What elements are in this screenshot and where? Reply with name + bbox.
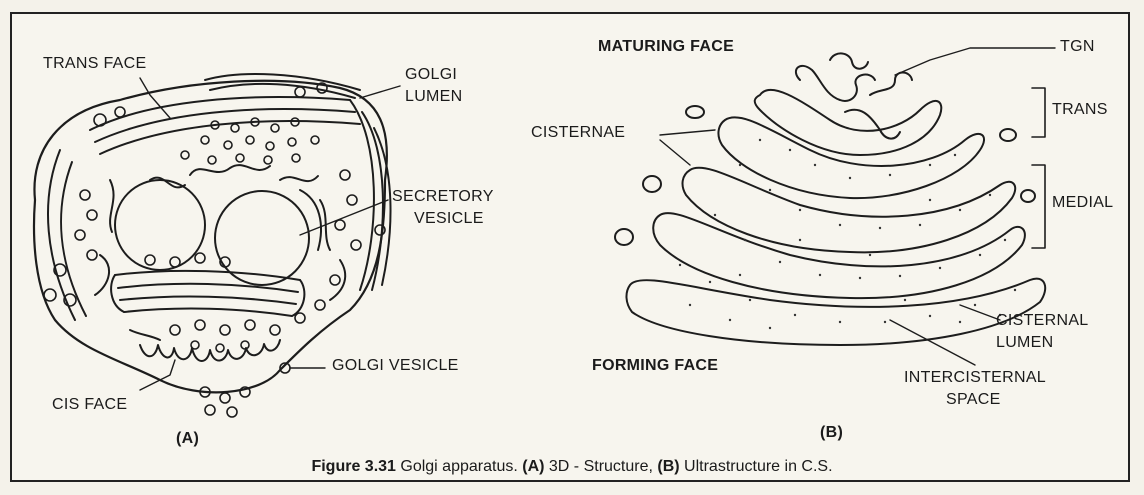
caption-b-mark: (B): [657, 458, 679, 475]
label-forming-face: FORMING FACE: [592, 357, 718, 375]
label-secretory-vesicle-line2: VESICLE: [414, 210, 484, 228]
label-intercisternal-space-line2: SPACE: [946, 391, 1001, 409]
caption-figure-number: Figure 3.31: [311, 458, 395, 475]
label-golgi-lumen-line1: GOLGI: [405, 66, 457, 84]
label-tgn: TGN: [1060, 38, 1095, 56]
caption-text-1: Golgi apparatus.: [396, 458, 522, 475]
panel-b-label: (B): [820, 424, 843, 442]
caption-text-2: 3D - Structure,: [544, 458, 657, 475]
figure-caption: Figure 3.31 Golgi apparatus. (A) 3D - St…: [0, 458, 1144, 476]
caption-a-mark: (A): [522, 458, 544, 475]
label-cis-face: CIS FACE: [52, 396, 127, 414]
label-maturing-face: MATURING FACE: [598, 38, 734, 56]
panel-a-pointers: [140, 78, 400, 390]
label-golgi-vesicle: GOLGI VESICLE: [332, 357, 459, 375]
label-trans-face: TRANS FACE: [43, 55, 146, 73]
label-cisternal-lumen-line1: CISTERNAL: [996, 312, 1089, 330]
label-secretory-vesicle-line1: SECRETORY: [392, 188, 494, 206]
label-intercisternal-space-line1: INTERCISTERNAL: [904, 369, 1046, 387]
label-cisternal-lumen-line2: LUMEN: [996, 334, 1054, 352]
cisterna-brackets: [1032, 88, 1045, 248]
label-medial: MEDIAL: [1052, 194, 1113, 212]
panel-a-label: (A): [176, 430, 199, 448]
label-trans: TRANS: [1052, 101, 1108, 119]
golgi-cross-section: [615, 53, 1045, 345]
label-cisternae: CISTERNAE: [531, 124, 625, 142]
caption-text-3: Ultrastructure in C.S.: [680, 458, 833, 475]
label-golgi-lumen-line2: LUMEN: [405, 88, 463, 106]
